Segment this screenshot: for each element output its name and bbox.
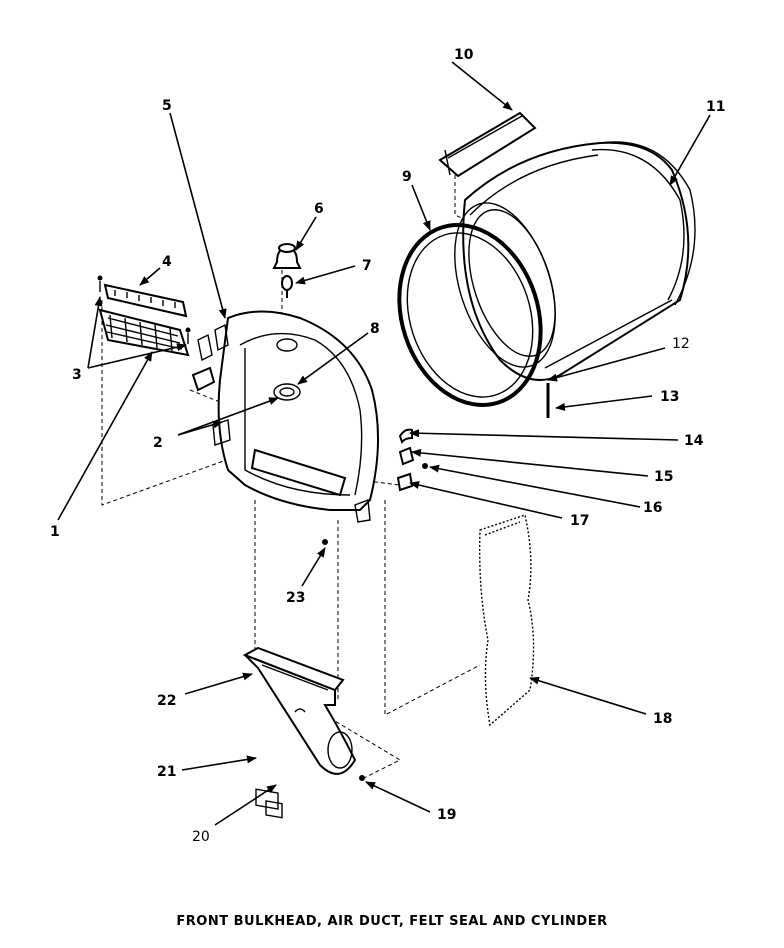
callout-13: 13	[660, 389, 679, 405]
callout-15: 15	[654, 469, 673, 485]
callout-8: 8	[370, 321, 380, 337]
callout-9: 9	[402, 169, 412, 185]
part-16-screw	[422, 463, 428, 469]
callout-2: 2	[153, 435, 163, 451]
part-15-switch	[398, 446, 415, 466]
part-17-clip	[396, 472, 414, 492]
part-10-baffle	[438, 111, 537, 178]
callout-20: 20	[192, 829, 210, 845]
callout-7: 7	[362, 258, 372, 274]
callout-21: 21	[157, 764, 176, 780]
part-14-switch-bracket	[398, 428, 413, 445]
part-9-felt-seal	[397, 223, 543, 407]
part-2-hinge-brackets	[191, 333, 216, 392]
part-22-air-duct	[242, 646, 357, 775]
callout-18: 18	[653, 711, 672, 727]
callout-16: 16	[643, 500, 662, 516]
part-20-label	[265, 800, 283, 819]
callout-11: 11	[706, 99, 725, 115]
callout-12: 12	[672, 336, 690, 352]
part-19-screw	[359, 775, 365, 781]
part-3-screws	[97, 275, 191, 344]
callout-22: 22	[157, 693, 176, 709]
callout-4: 4	[162, 254, 172, 270]
callout-19: 19	[437, 807, 456, 823]
part-21-label	[255, 788, 279, 810]
callout-10: 10	[454, 47, 474, 63]
callout-3: 3	[72, 367, 82, 383]
callout-14: 14	[684, 433, 704, 449]
callout-23: 23	[286, 590, 305, 606]
part-4-filter-grille	[103, 283, 188, 318]
callout-5: 5	[162, 98, 172, 114]
part-6-lamp-socket	[272, 243, 302, 269]
leader-lines	[57, 61, 711, 826]
part-5-front-bulkhead	[212, 310, 380, 523]
part-18-seal-strip	[478, 514, 535, 727]
callout-labels: 10 11 9 5 6 4 7 8 12 3 13 2 14 15 16 17 …	[50, 47, 725, 845]
callout-17: 17	[570, 513, 589, 529]
part-7-lamp-bulb	[281, 275, 293, 298]
part-1-lint-filter	[98, 308, 190, 357]
diagram-caption: FRONT BULKHEAD, AIR DUCT, FELT SEAL AND …	[176, 914, 608, 929]
callout-6: 6	[314, 201, 324, 217]
part-23-screw	[322, 539, 328, 545]
part-11-drum	[454, 141, 696, 381]
callout-1: 1	[50, 524, 60, 540]
